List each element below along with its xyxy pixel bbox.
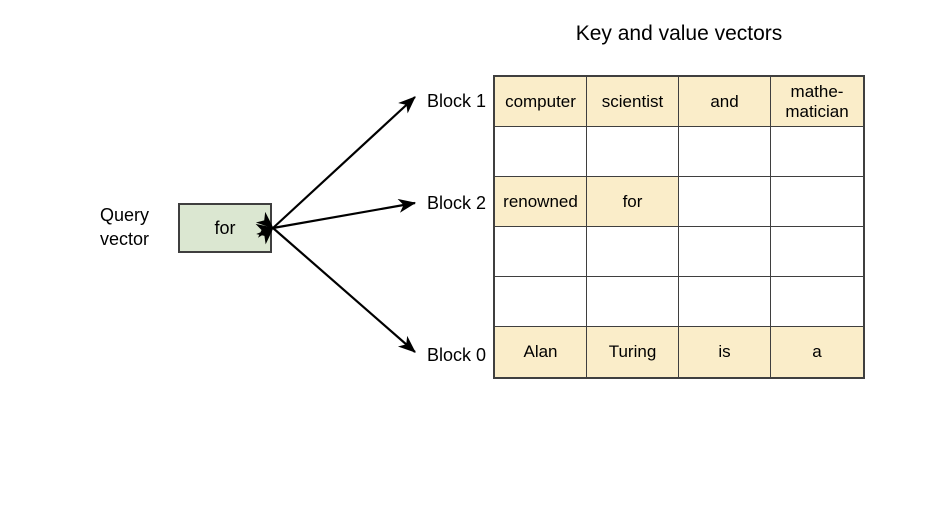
- arrow-to-block-1: [256, 96, 416, 245]
- query-vector-label: Query vector: [100, 203, 172, 251]
- grid-cell-text: scientist: [601, 91, 664, 111]
- grid-cell-empty: [679, 277, 771, 327]
- grid-cell-text: is: [718, 342, 731, 361]
- grid-cell-text: computer: [505, 91, 576, 111]
- grid-cell-text: renowned: [503, 191, 578, 211]
- grid-cell-text: mathe-matician: [785, 81, 849, 121]
- grid-cell-token: renowned: [495, 177, 587, 227]
- grid-cell-text: Turing: [608, 342, 657, 361]
- grid-cell-empty: [771, 227, 863, 277]
- query-vector-label-line1: Query: [100, 205, 150, 225]
- arrow-to-block-0: [255, 211, 416, 353]
- grid-cell-token: Alan: [495, 327, 587, 377]
- arrow-to-block-2: [255, 198, 417, 238]
- grid-cell-empty: [495, 277, 587, 327]
- grid-cell-empty: [679, 127, 771, 177]
- grid-cell-empty: [587, 127, 679, 177]
- grid-cell-text: for: [622, 191, 643, 211]
- grid-cell-token: a: [771, 327, 863, 377]
- grid-cell-token: Turing: [587, 327, 679, 377]
- query-vector-box[interactable]: for: [178, 203, 272, 253]
- query-vector-label-line2: vector: [100, 229, 150, 249]
- page-title: Key and value vectors: [575, 22, 783, 45]
- grid-cell-empty: [495, 227, 587, 277]
- grid-cell-empty: [679, 177, 771, 227]
- grid-cell-token: computer: [495, 77, 587, 127]
- grid-cell-empty: [495, 127, 587, 177]
- block-label-2: Block 2: [426, 193, 486, 213]
- grid-cell-empty: [587, 227, 679, 277]
- grid-cell-empty: [587, 277, 679, 327]
- key-value-grid: computer scientist and mathe-matician renown…: [493, 75, 865, 379]
- query-vector-token: for: [214, 217, 236, 238]
- grid-cell-token: and: [679, 77, 771, 127]
- grid-cell-text: Alan: [523, 342, 558, 361]
- grid-cell-token: scientist: [587, 77, 679, 127]
- grid-cell-empty: [679, 227, 771, 277]
- block-label-0: Block 0: [426, 345, 486, 365]
- block-label-1: Block 1: [426, 91, 486, 111]
- grid-cell-text: and: [710, 91, 739, 111]
- grid-cell-empty: [771, 177, 863, 227]
- grid-cell-empty: [771, 277, 863, 327]
- grid-cell-empty: [771, 127, 863, 177]
- grid-cell-text: a: [812, 342, 822, 361]
- grid-cell-token: is: [679, 327, 771, 377]
- grid-cell-token: mathe-matician: [771, 77, 863, 127]
- grid-cell-token: for: [587, 177, 679, 227]
